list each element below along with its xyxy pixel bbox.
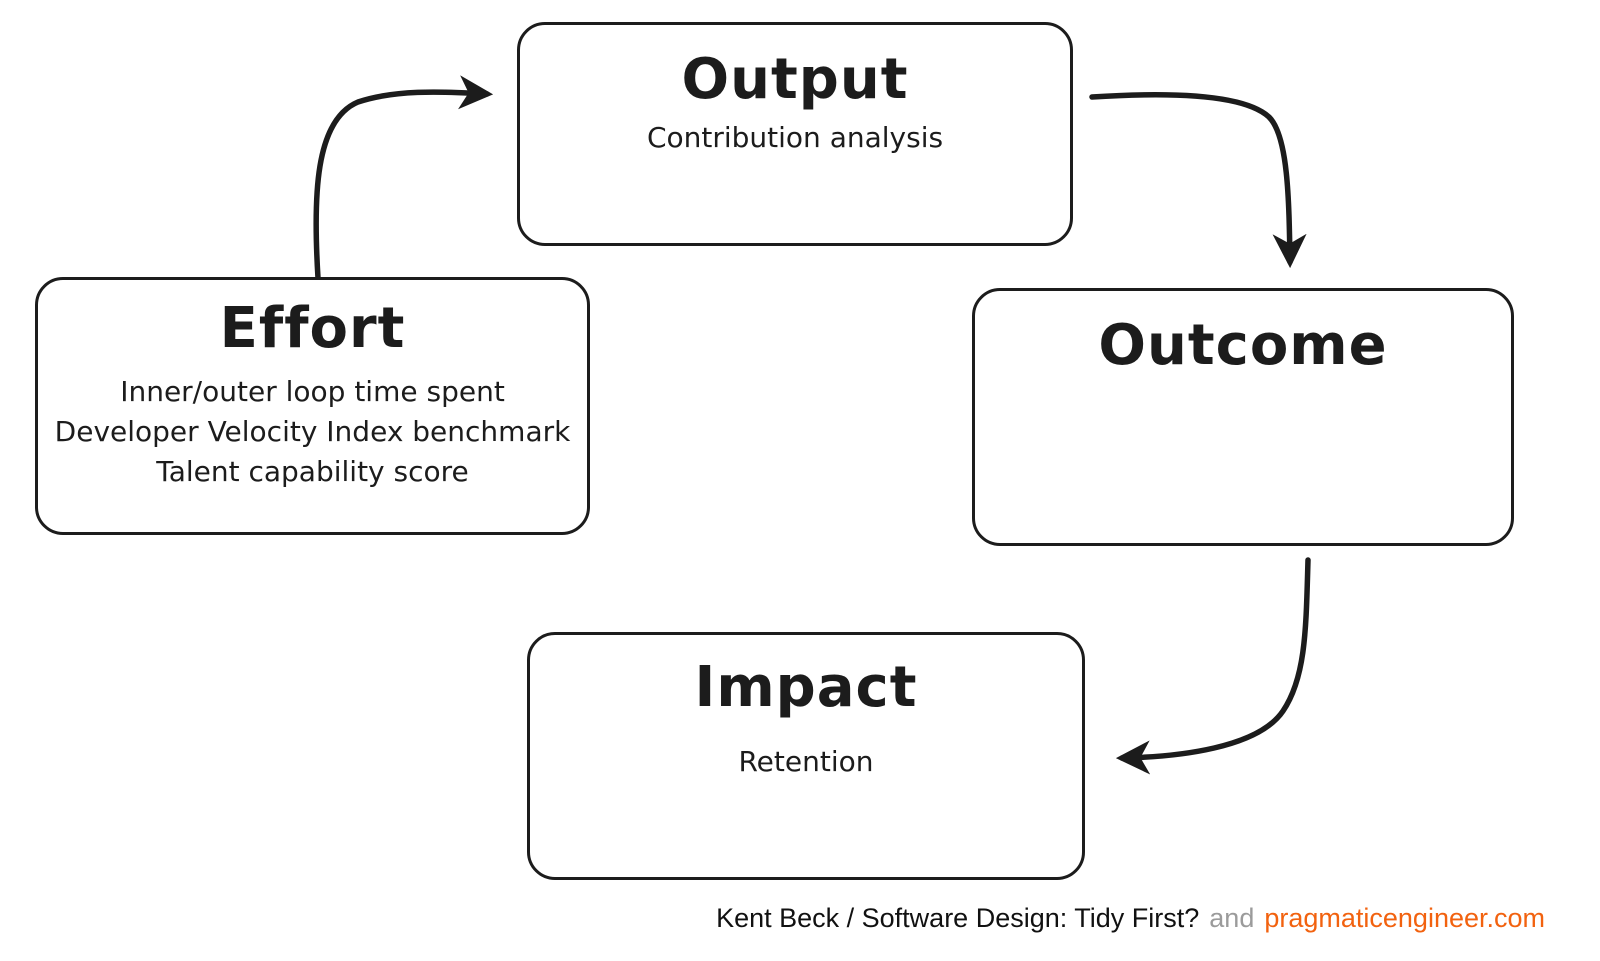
footer-credit: Kent Beck / Software Design: Tidy First?… [716, 903, 1545, 934]
node-impact: Impact Retention [527, 632, 1085, 880]
node-effort: Effort Inner/outer loop time spent Devel… [35, 277, 590, 535]
node-effort-metrics: Inner/outer loop time spent Developer Ve… [55, 372, 571, 492]
node-impact-title: Impact [694, 655, 918, 720]
arrow-output-to-outcome [1089, 92, 1307, 269]
node-outcome-title: Outcome [1098, 313, 1388, 378]
footer-site-link[interactable]: pragmaticengineer.com [1264, 903, 1545, 933]
effort-metric-line: Inner/outer loop time spent [120, 374, 505, 408]
effort-metric-line: Developer Velocity Index benchmark [54, 414, 571, 448]
footer-attribution: Kent Beck / Software Design: Tidy First? [716, 903, 1200, 933]
node-outcome: Outcome [972, 288, 1514, 546]
footer-conjunction: and [1209, 903, 1255, 933]
arrow-outcome-to-impact [1115, 557, 1311, 775]
effort-metric-line: Talent capability score [156, 454, 469, 488]
node-output-subtitle: Contribution analysis [646, 120, 944, 154]
arrow-effort-to-output [313, 75, 494, 281]
node-output: Output Contribution analysis [517, 22, 1073, 246]
node-effort-title: Effort [219, 296, 406, 361]
node-output-title: Output [681, 47, 909, 112]
node-impact-subtitle: Retention [738, 744, 874, 778]
